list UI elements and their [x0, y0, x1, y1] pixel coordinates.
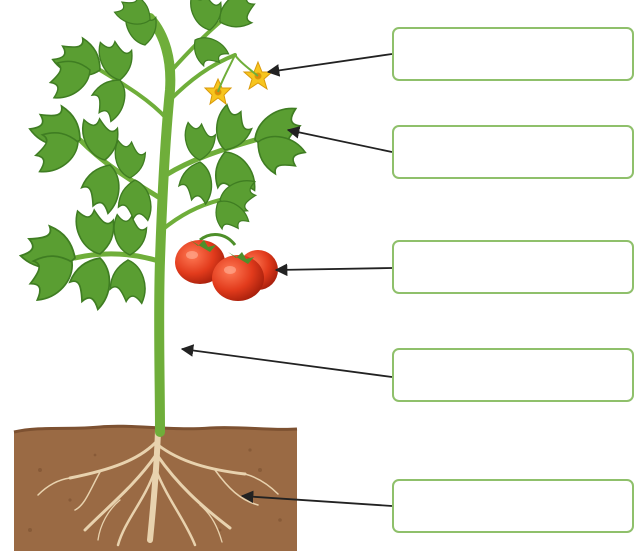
label-box-fruit[interactable]	[392, 240, 634, 294]
label-box-root[interactable]	[392, 479, 634, 533]
arrow-leaf	[288, 130, 392, 152]
arrow-flower	[268, 54, 392, 72]
label-box-leaf[interactable]	[392, 125, 634, 179]
arrow-stem	[182, 349, 392, 377]
tomatoes	[175, 235, 278, 301]
flowers	[205, 55, 272, 104]
arrow-fruit	[276, 268, 392, 270]
label-box-stem[interactable]	[392, 348, 634, 402]
label-box-flower[interactable]	[392, 27, 634, 81]
